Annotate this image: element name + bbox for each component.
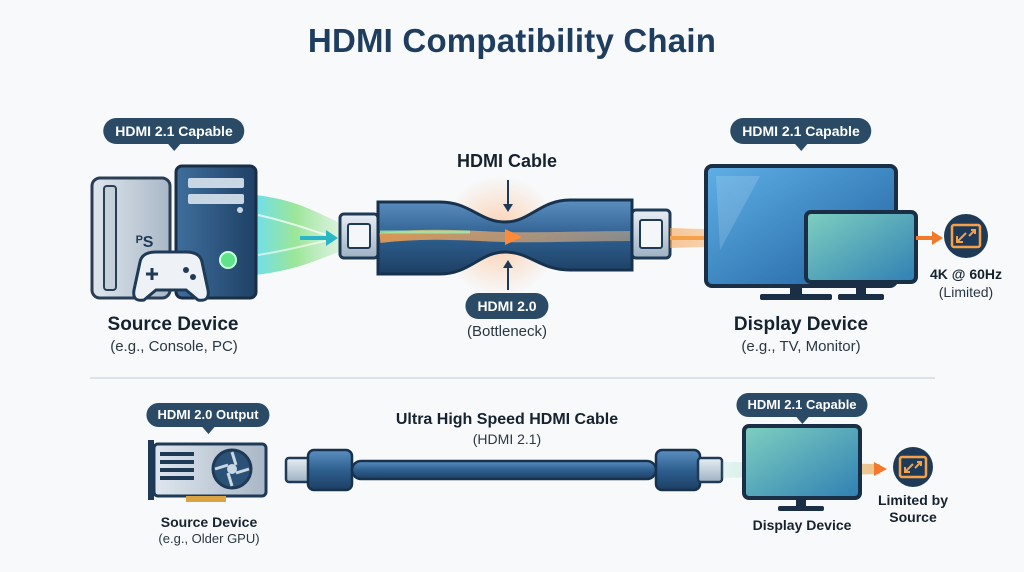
bottom-cable-subtitle: (HDMI 2.1) xyxy=(472,431,542,447)
hdmi-cable-icon xyxy=(338,176,672,296)
bottom-resolution-icon xyxy=(893,447,933,487)
fan-icon xyxy=(211,448,253,490)
bottom-display-badge: HDMI 2.1 Capable xyxy=(736,393,868,424)
bottom-source-subtitle: (e.g., Older GPU) xyxy=(158,531,260,546)
bottom-source-title: Source Device xyxy=(160,514,258,530)
source-device-subtitle: (e.g., Console, PC) xyxy=(110,338,238,355)
bottom-source-badge: HDMI 2.0 Output xyxy=(146,403,270,434)
display-device-title: Display Device xyxy=(733,314,869,335)
bottom-result-line2: Source xyxy=(889,509,937,525)
bottom-display-icon xyxy=(742,424,862,511)
bottleneck-arrows xyxy=(503,180,513,290)
cable-version-badge: HDMI 2.0 xyxy=(465,293,549,319)
display-capability-badge: HDMI 2.1 Capable xyxy=(730,118,872,151)
bottom-cable-title: Ultra High Speed HDMI Cable xyxy=(395,411,619,428)
page-title: HDMI Compatibility Chain xyxy=(307,22,717,59)
bottom-result-line1: Limited by xyxy=(877,492,949,508)
resolution-expand-icon xyxy=(944,214,988,258)
svg-text:ᴾS: ᴾS xyxy=(136,234,154,251)
cable-bottleneck-label: (Bottleneck) xyxy=(466,323,548,340)
source-capability-badge: HDMI 2.1 Capable xyxy=(103,118,245,151)
monitor-icon xyxy=(804,210,918,300)
display-device-subtitle: (e.g., TV, Monitor) xyxy=(741,338,861,355)
signal-flow-source xyxy=(255,195,345,275)
bottom-display-title: Display Device xyxy=(752,517,852,533)
source-device-title: Source Device xyxy=(107,314,239,335)
gamepad-icon xyxy=(132,250,210,302)
result-limited-label: (Limited) xyxy=(938,284,994,300)
bottom-hdmi-cable xyxy=(284,448,724,492)
result-arrow-top xyxy=(916,231,943,245)
result-resolution: 4K @ 60Hz xyxy=(929,266,1003,282)
cable-title: HDMI Cable xyxy=(456,151,558,171)
